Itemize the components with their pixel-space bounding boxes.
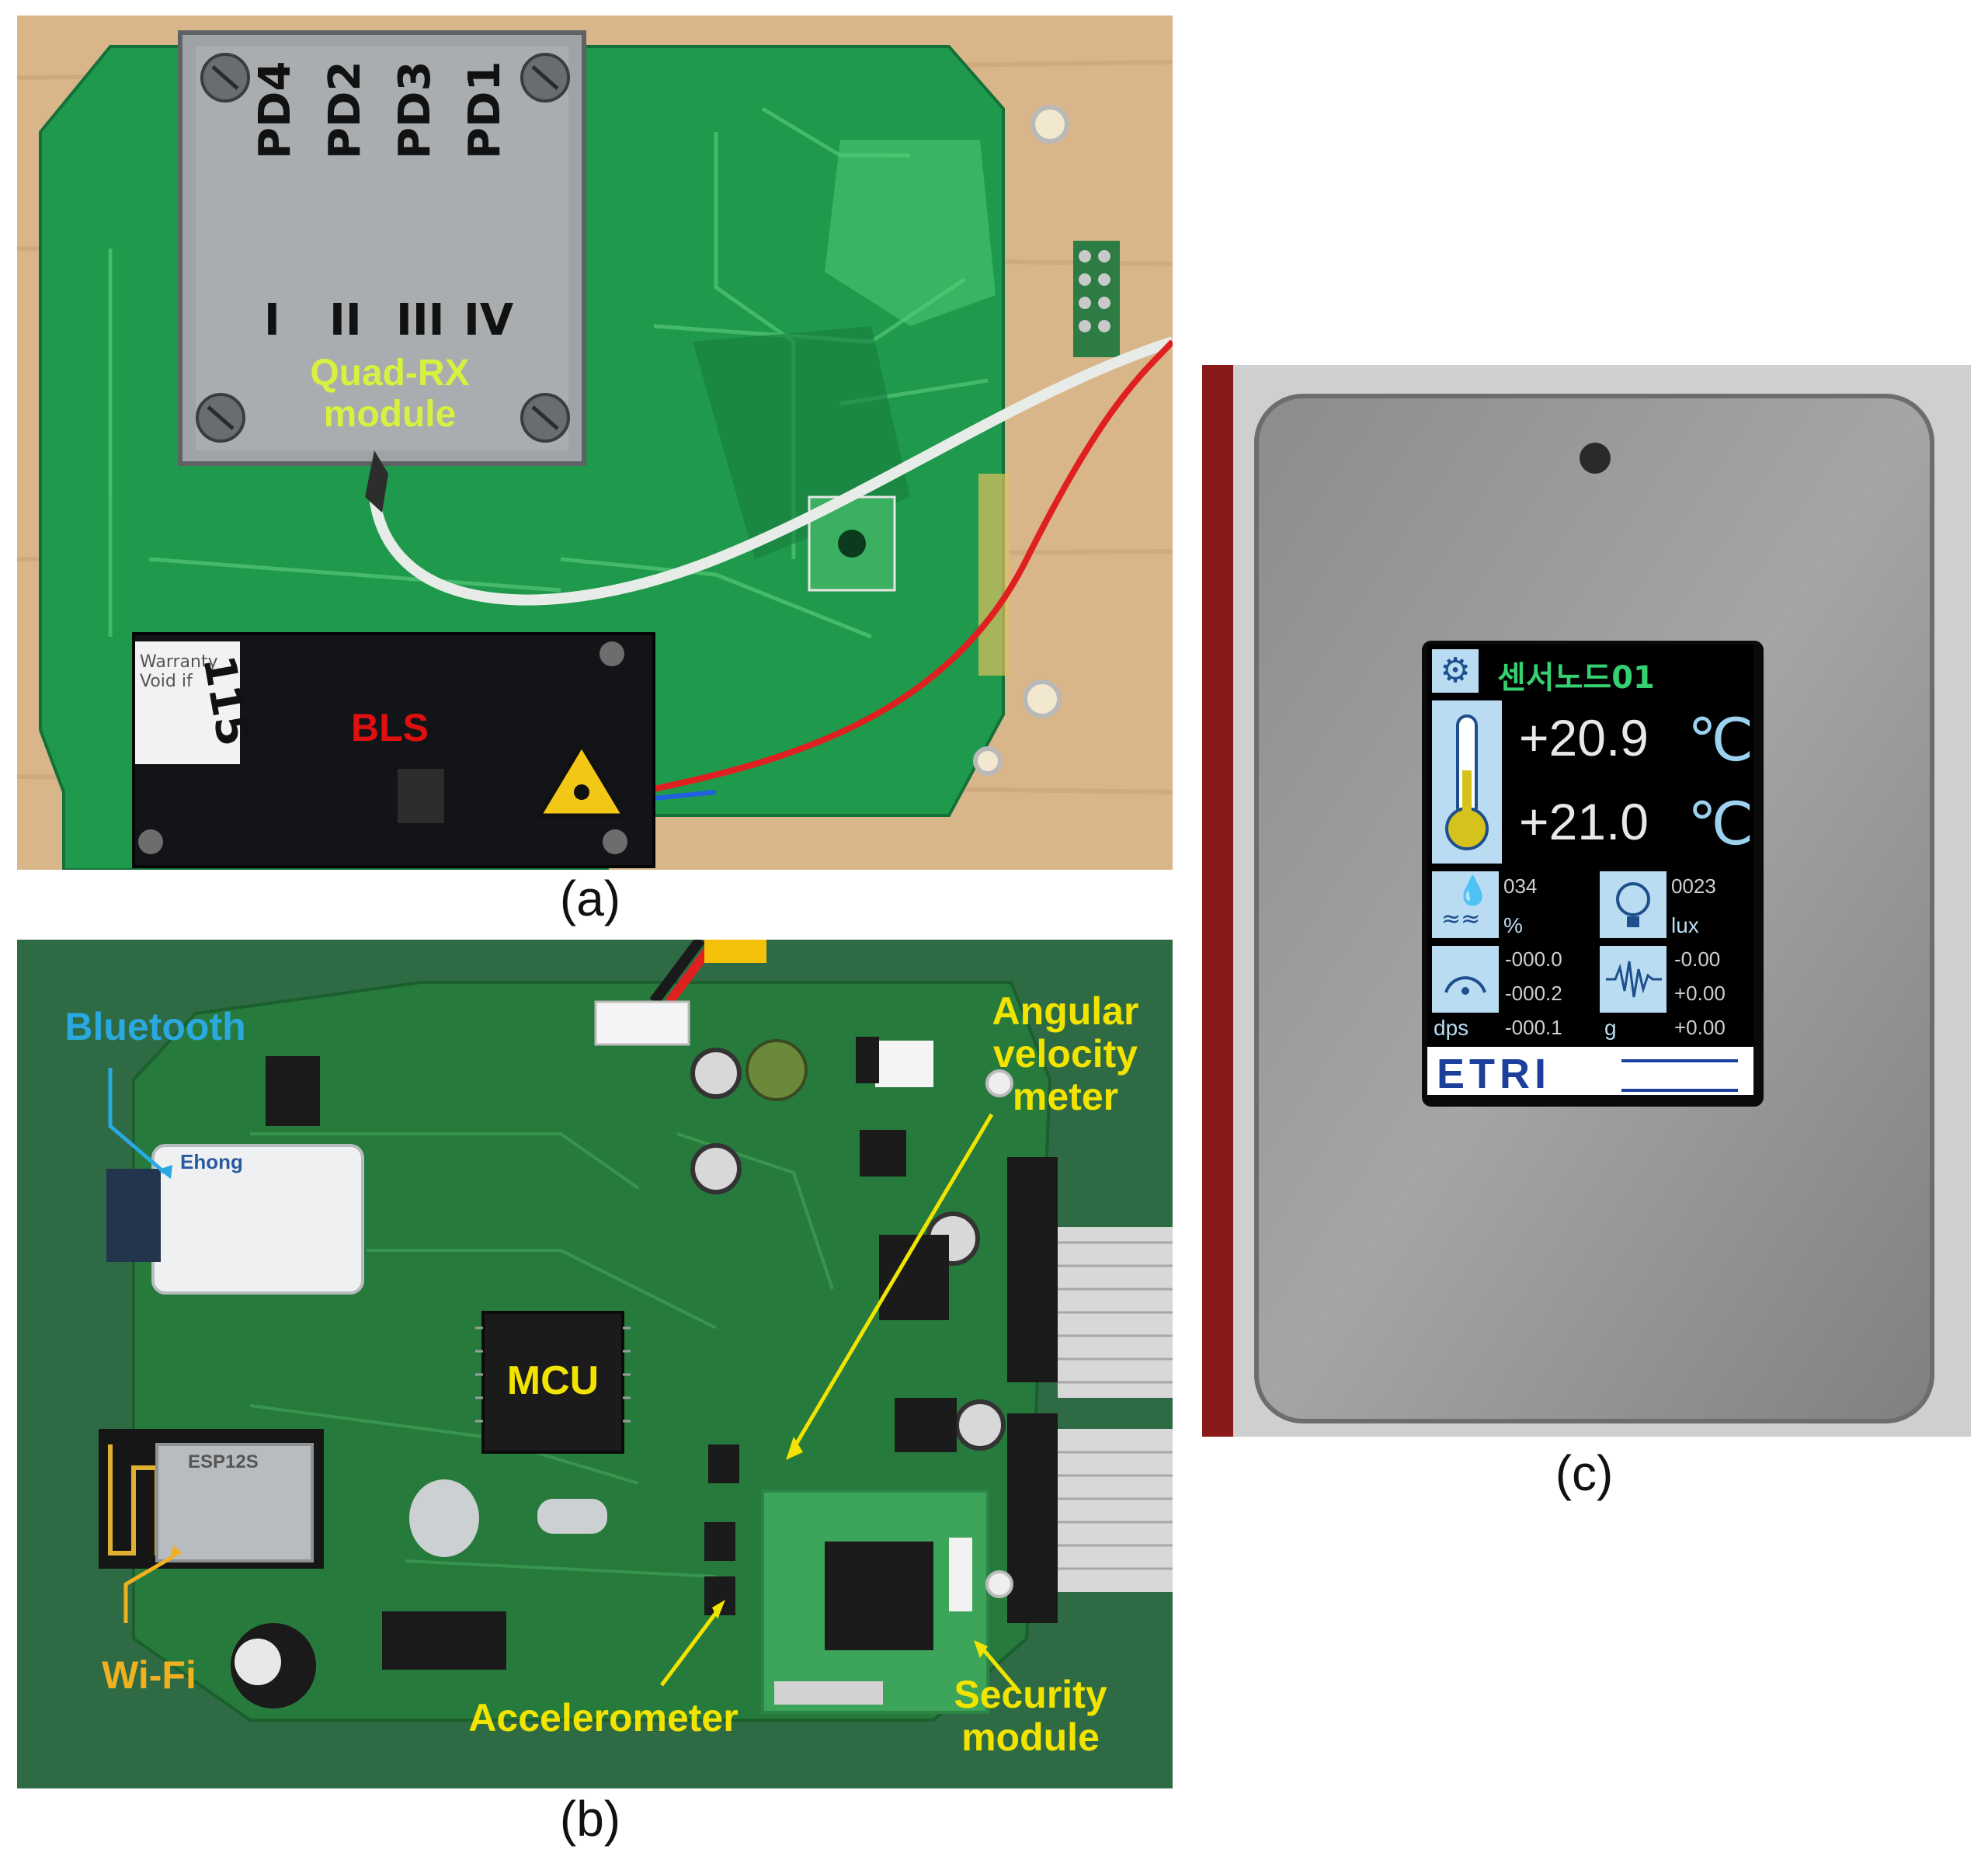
angular-pointer (791, 1113, 994, 1450)
accel-value-1: -0.00 (1674, 947, 1721, 971)
humidity-value: 034 (1503, 874, 1538, 898)
vibration-wave-icon (1606, 961, 1662, 998)
accel-tile (1600, 946, 1667, 1013)
mcu-label: MCU (506, 1358, 600, 1403)
thermometer-tile (1432, 700, 1502, 864)
gyro-unit: dps (1434, 1016, 1469, 1040)
gyro-value-1: -000.0 (1505, 947, 1562, 971)
waves-icon: ≈≈ (1441, 905, 1481, 933)
wifi-pointer (123, 1555, 174, 1623)
ribbon-cable-top (1058, 1227, 1173, 1398)
handwriting-pd3: PD3 (390, 61, 440, 160)
humidity-tile: 💧 ≈≈ (1432, 871, 1499, 938)
temperature-1-unit: ℃ (1687, 705, 1754, 774)
handwriting-pd1: PD1 (460, 61, 510, 160)
security-module-label: Security module (954, 1673, 1107, 1759)
gyro-tile (1432, 946, 1499, 1013)
gauge-icon (1444, 976, 1486, 995)
handwriting-pd2: PD2 (320, 61, 370, 160)
handwriting-roman-4: IV (464, 295, 514, 346)
lux-unit: lux (1671, 913, 1699, 937)
temperature-2-unit: ℃ (1687, 789, 1754, 858)
bluetooth-pointer (108, 1068, 166, 1174)
angular-velocity-meter-label: Angular velocity meter (992, 989, 1139, 1118)
lux-value: 0023 (1671, 874, 1716, 898)
humidity-unit: % (1503, 913, 1523, 937)
panel-b-photo: Ehong ESP12S Bluetooth Wi-Fi MCU Angular… (17, 940, 1173, 1788)
temperature-1-value: +20.9 (1519, 709, 1649, 766)
handwriting-roman-2: II (329, 295, 362, 346)
panel-a-photo: PD4 PD2 PD3 PD1 I II III IV Quad-RX modu… (17, 16, 1173, 870)
wifi-module-text: ESP12S (188, 1451, 259, 1472)
warranty-sticker (135, 641, 240, 764)
handwriting-pd4: PD4 (250, 61, 301, 160)
water-drop-icon: 💧 (1455, 875, 1490, 907)
node-title: 센서노드01 (1497, 660, 1655, 696)
wifi-label: Wi-Fi (102, 1653, 196, 1697)
accel-value-3: +0.00 (1674, 1016, 1726, 1039)
etri-logo-subtext-lines (1621, 1059, 1738, 1092)
enclosure-mount-hole (1580, 443, 1611, 474)
etri-logo: ETRI (1437, 1051, 1552, 1097)
gyro-value-3: -000.1 (1505, 1016, 1562, 1039)
accelerometer-pointer (660, 1606, 721, 1687)
accelerometer-label: Accelerometer (468, 1696, 739, 1740)
lcd-screen: ⚙ 센서노드01 +20.9 ℃ +21.0 ℃ 💧 ≈≈ 034 % 0023… (1427, 645, 1754, 1097)
gyro-value-2: -000.2 (1505, 982, 1562, 1005)
quad-rx-module-label: Quad-RX module (310, 353, 470, 435)
sticker-text: Warranty Void if (140, 652, 218, 691)
caption-b: (b) (559, 1791, 621, 1847)
laser-warning-icon (536, 742, 627, 818)
ribbon-cable-bottom (1058, 1429, 1173, 1592)
bls-label: BLS (351, 706, 429, 749)
temperature-2-value: +21.0 (1519, 793, 1649, 850)
bluetooth-module-brand: Ehong (180, 1150, 243, 1173)
handwriting-roman-3: III (396, 295, 445, 346)
accel-unit: g (1604, 1016, 1617, 1040)
security-pointer (982, 1649, 1020, 1693)
thermometer-icon (1445, 714, 1489, 850)
bluetooth-label: Bluetooth (64, 1005, 246, 1048)
mcu-chip (481, 1311, 624, 1454)
panel-a-board-drawing (17, 30, 1173, 870)
caption-a: (a) (559, 871, 621, 926)
settings-gear-button[interactable]: ⚙ (1432, 649, 1479, 693)
panel-b-board-drawing (99, 940, 1173, 1722)
white-cable (369, 336, 1173, 606)
light-tile (1600, 871, 1667, 938)
lightbulb-icon (1616, 882, 1650, 927)
etri-logo-bar: ETRI (1427, 1047, 1753, 1097)
red-cable (638, 339, 1173, 795)
accel-value-2: +0.00 (1674, 982, 1726, 1005)
handwriting-roman-1: I (264, 295, 280, 346)
gear-icon: ⚙ (1440, 651, 1471, 690)
caption-c: (c) (1555, 1445, 1614, 1501)
